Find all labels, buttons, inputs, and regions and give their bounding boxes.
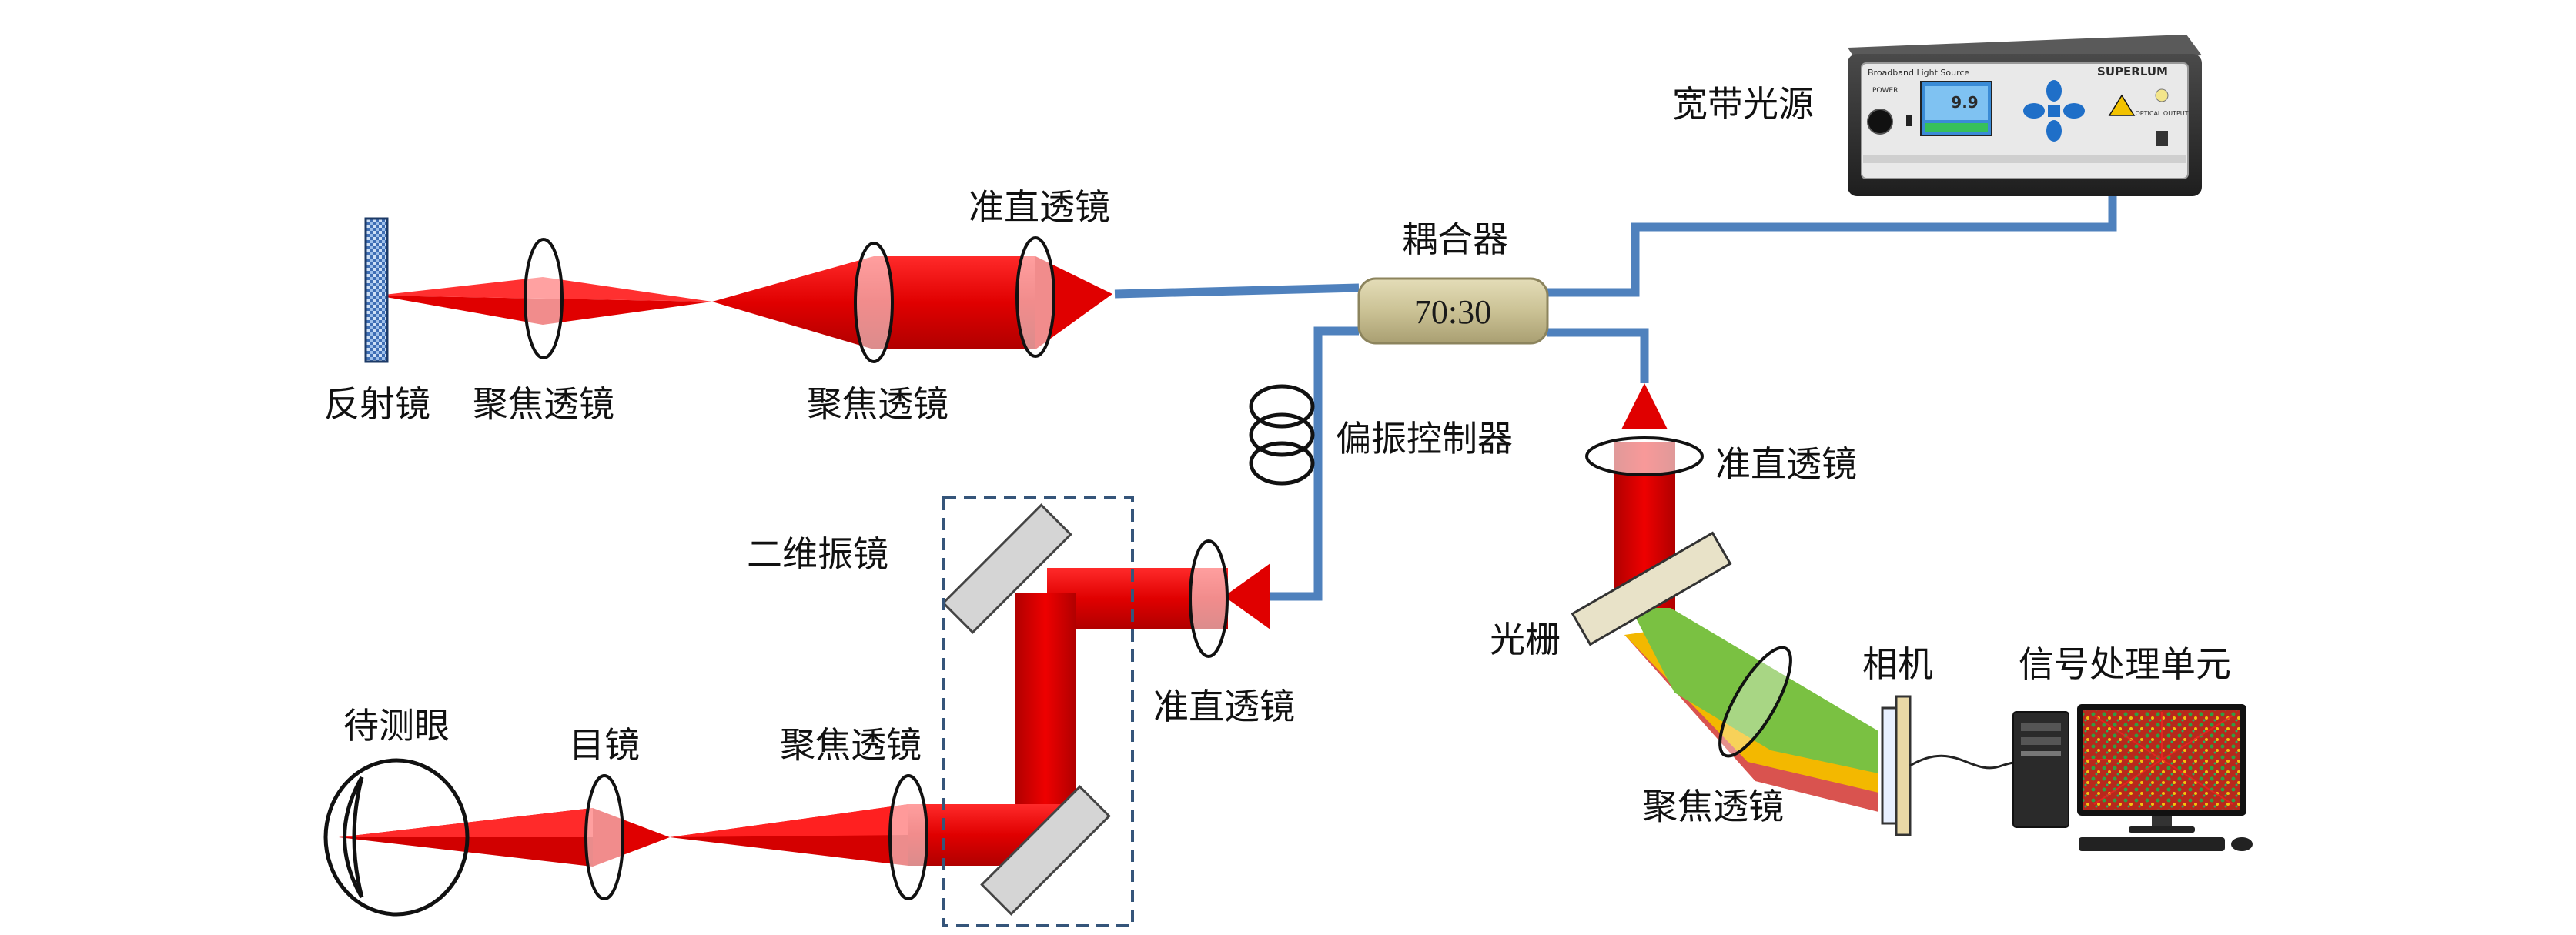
fiber-coupler-to-ref	[1114, 283, 1360, 299]
eye-icon	[323, 758, 470, 917]
fiber-coupler: 70:30	[1357, 277, 1549, 345]
device-title: Broadband Light Source	[1868, 68, 1969, 78]
galvo-mirror-upper	[942, 503, 1072, 634]
fiber-paths	[1114, 163, 2117, 601]
spec-focus-lens	[1718, 646, 1792, 758]
laser-warning-icon	[2108, 94, 2136, 116]
spec-fiber-tip	[1621, 383, 1668, 429]
grating	[1571, 531, 1732, 646]
ref-beam-cone	[712, 256, 874, 349]
device-power-label: POWER	[1872, 87, 1898, 95]
broadband-source-device: Broadband Light Source SUPERLUM POWER 9.…	[1848, 35, 2202, 196]
fiber-source-to-coupler	[1538, 163, 2117, 297]
label-reference-mirror: 反射镜	[324, 383, 430, 425]
galvo-mirror-lower	[980, 785, 1111, 916]
spectrometer	[1571, 383, 2042, 836]
camera-sensor	[1881, 706, 1898, 825]
label-ref-focus-lens-2: 聚焦透镜	[807, 383, 948, 425]
label-sample-collimator: 准直透镜	[1153, 686, 1295, 727]
device-display-value: 9.9	[1951, 93, 1978, 112]
label-ref-collimator: 准直透镜	[969, 186, 1110, 228]
device-optical-output: OPTICAL OUTPUT	[2135, 110, 2188, 117]
ref-beam-collimated	[874, 256, 1035, 349]
label-spec-focus-lens: 聚焦透镜	[1642, 786, 1784, 827]
label-polarization-controller: 偏振控制器	[1336, 418, 1513, 459]
label-eyepiece: 目镜	[569, 724, 640, 766]
fiber-coupler-to-sample	[1270, 326, 1359, 601]
label-broadband-source: 宽带光源	[1672, 83, 1814, 125]
device-brand: SUPERLUM	[2097, 65, 2168, 78]
sample-beam-focus-hi	[670, 804, 908, 837]
label-ref-focus-lens-1: 聚焦透镜	[473, 383, 614, 425]
galvo-box	[942, 496, 1134, 927]
label-grating: 光栅	[1490, 619, 1561, 660]
camera-body	[1895, 695, 1912, 836]
label-camera: 相机	[1862, 643, 1933, 685]
ref-focus-lens-2	[854, 242, 894, 363]
label-eye: 待测眼	[343, 705, 450, 746]
sample-fiber-tip	[1224, 563, 1270, 629]
power-knob	[1867, 109, 1893, 135]
label-sample-focus-lens: 聚焦透镜	[780, 724, 922, 766]
ref-collimator-lens	[1015, 236, 1055, 358]
sample-beam-vertical	[1015, 593, 1076, 831]
reference-mirror	[364, 217, 389, 363]
computer-icon	[2012, 704, 2253, 851]
sample-focus-lens	[888, 774, 928, 900]
reference-arm	[364, 217, 1112, 363]
spec-collimator-lens	[1585, 436, 1704, 476]
label-processing-unit: 信号处理单元	[2019, 643, 2231, 685]
label-coupler: 耦合器	[1402, 219, 1508, 260]
sample-arm	[323, 496, 1270, 927]
sample-collimator-lens	[1189, 539, 1229, 658]
label-galvo: 二维振镜	[747, 533, 888, 575]
fiber-coupler-to-spec	[1547, 328, 1649, 383]
label-spec-collimator: 准直透镜	[1715, 443, 1857, 485]
ref-focus-lens-1	[524, 238, 564, 359]
eyepiece-lens	[584, 774, 624, 900]
spec-band-green	[1631, 608, 1878, 773]
polarization-controller	[1249, 384, 1315, 486]
coupler-ratio: 70:30	[1414, 293, 1491, 331]
